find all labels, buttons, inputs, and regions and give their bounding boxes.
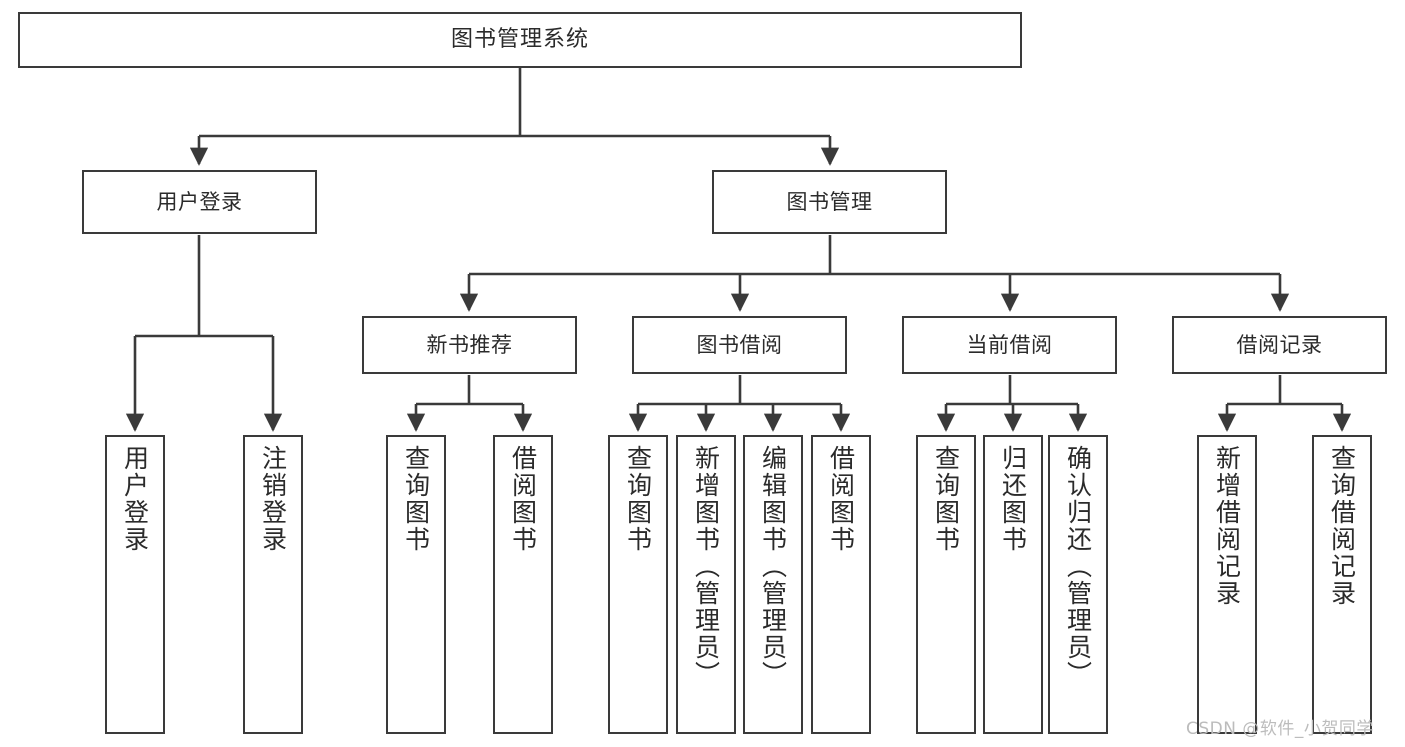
node-label: 图书管理	[786, 189, 873, 214]
leaf-search-borrow-record[interactable]: 查询借阅记录	[1312, 435, 1372, 734]
node-book-management[interactable]: 图书管理	[712, 170, 947, 234]
node-label: 编辑图书（管理员）	[758, 445, 788, 688]
node-book-borrow[interactable]: 图书借阅	[632, 316, 847, 374]
leaf-search-book-recommend[interactable]: 查询图书	[386, 435, 446, 734]
node-label: 查询图书	[401, 445, 431, 553]
leaf-logout[interactable]: 注销登录	[243, 435, 303, 734]
leaf-add-book-admin[interactable]: 新增图书（管理员）	[676, 435, 736, 734]
node-current-borrow[interactable]: 当前借阅	[902, 316, 1117, 374]
leaf-search-book-borrow[interactable]: 查询图书	[608, 435, 668, 734]
leaf-add-borrow-record[interactable]: 新增借阅记录	[1197, 435, 1257, 734]
node-label: 图书借阅	[696, 332, 783, 357]
leaf-borrow-book[interactable]: 借阅图书	[811, 435, 871, 734]
leaf-user-login[interactable]: 用户登录	[105, 435, 165, 734]
leaf-edit-book-admin[interactable]: 编辑图书（管理员）	[743, 435, 803, 734]
node-label: 借阅图书	[826, 445, 856, 553]
leaf-borrow-book-recommend[interactable]: 借阅图书	[493, 435, 553, 734]
node-label: 查询借阅记录	[1327, 445, 1357, 607]
node-label: 图书管理系统	[450, 27, 589, 53]
node-label: 新增图书（管理员）	[691, 445, 721, 688]
node-label: 用户登录	[120, 445, 150, 553]
node-label: 查询图书	[623, 445, 653, 553]
node-label: 确认归还（管理员）	[1063, 445, 1093, 688]
node-root-system[interactable]: 图书管理系统	[18, 12, 1022, 68]
node-label: 归还图书	[998, 445, 1028, 553]
node-label: 查询图书	[931, 445, 961, 553]
node-label: 借阅记录	[1236, 332, 1323, 357]
leaf-search-book-current[interactable]: 查询图书	[916, 435, 976, 734]
leaf-confirm-return-admin[interactable]: 确认归还（管理员）	[1048, 435, 1108, 734]
node-label: 新增借阅记录	[1212, 445, 1242, 607]
node-new-book-recommend[interactable]: 新书推荐	[362, 316, 577, 374]
node-label: 用户登录	[156, 189, 243, 214]
node-label: 当前借阅	[966, 332, 1053, 357]
node-label: 借阅图书	[508, 445, 538, 553]
node-label: 注销登录	[258, 445, 288, 553]
leaf-return-book[interactable]: 归还图书	[983, 435, 1043, 734]
node-borrow-record[interactable]: 借阅记录	[1172, 316, 1387, 374]
node-label: 新书推荐	[426, 332, 513, 357]
csdn-watermark: CSDN @软件_小贺同学	[1186, 719, 1374, 739]
node-user-login[interactable]: 用户登录	[82, 170, 317, 234]
